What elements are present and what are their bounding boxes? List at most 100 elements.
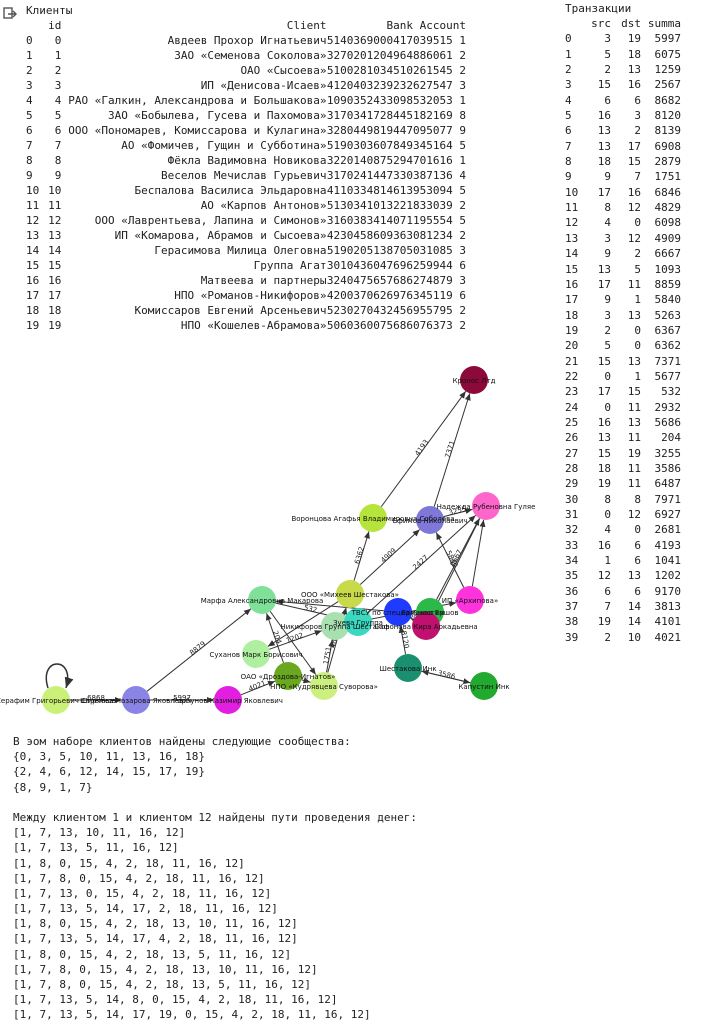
col-client: Client: [286, 19, 327, 32]
node-label: Капустин Инк: [458, 683, 509, 691]
path-line: [1, 8, 0, 15, 4, 2, 18, 13, 10, 11, 16, …: [13, 917, 298, 931]
edge-label: 4909: [379, 547, 398, 565]
graph-edge: [436, 518, 480, 600]
graph-edge: [380, 391, 467, 507]
graph-edge: [267, 601, 339, 647]
node-label: Воронцова Агафья Владимировна Соболева: [291, 515, 454, 523]
edge-label: 4193: [413, 438, 430, 457]
node-label: Горбунов Казимир Яковлевич: [173, 697, 283, 705]
node-label: Марфа Александровна Макарова: [201, 597, 324, 605]
path-line: [1, 7, 13, 5, 14, 17, 2, 18, 11, 16, 12]: [13, 902, 278, 916]
col-id: id: [48, 19, 62, 32]
node-label: Серафим Григорьевич Стрелков: [0, 697, 116, 705]
node-label: ООО «Михеев Шестакова»: [301, 591, 399, 599]
node-label: ТВСУ по специальностям: [351, 609, 445, 617]
col-dst: dst: [621, 17, 641, 30]
graph-node: [412, 612, 440, 640]
graph-node: [242, 640, 270, 668]
text-output: В эом наборе клиентов найдены следующие …: [13, 734, 417, 1023]
graph-node: [336, 580, 364, 608]
transaction-network-graph: 4193737163628879532325548214909584066671…: [0, 366, 535, 714]
graph-edge: [269, 611, 317, 675]
graph-edge: [240, 680, 276, 696]
edge-label: 8879: [188, 640, 207, 657]
graph-edge: [471, 519, 486, 587]
community-line: В эом наборе клиентов найдены следующие …: [13, 735, 351, 748]
community-line: {0, 3, 5, 10, 11, 13, 16, 18}: [13, 750, 206, 764]
graph-node: [460, 366, 488, 394]
graph-node: [472, 492, 500, 520]
self-loop-edge: [45, 663, 74, 689]
node-label: Кронос Лтд: [453, 377, 496, 385]
graph-node: [321, 612, 349, 640]
graph-node: [384, 598, 412, 626]
col-src: src: [591, 17, 611, 30]
graph-node: [359, 504, 387, 532]
node-label: Ермаков Ершов: [402, 609, 459, 617]
node-label: Ширяева Назарова Яковлевич: [80, 697, 192, 705]
graph-edge: [431, 518, 481, 614]
graph-node: [344, 608, 372, 636]
path-line: [1, 7, 13, 5, 11, 16, 12]: [13, 841, 179, 855]
output-arrow-icon[interactable]: [3, 7, 17, 21]
graph-node: [42, 686, 70, 714]
graph-node: [416, 506, 444, 534]
node-label: ИП «Архипова»: [442, 597, 499, 605]
transactions-title: Транзакции: [565, 2, 632, 15]
node-label: Суханов Марк Борисович: [210, 651, 303, 659]
community-line: {8, 9, 1, 7}: [13, 780, 93, 794]
path-line: Между клиентом 1 и клиентом 12 найдены п…: [13, 810, 417, 824]
node-label: Шестакова Инк: [379, 665, 436, 673]
clients-title: Клиенты: [26, 4, 73, 17]
graph-edge: [326, 639, 335, 673]
graph-edge: [265, 613, 284, 663]
graph-edge: [443, 508, 473, 518]
graph-edge: [410, 617, 419, 625]
graph-edge: [421, 670, 471, 685]
graph-edge: [353, 531, 370, 581]
node-label: Ефимов Николаевич: [392, 517, 467, 525]
graph-node: [122, 686, 150, 714]
path-line: [1, 7, 13, 0, 15, 4, 2, 18, 11, 16, 12]: [13, 886, 272, 900]
path-line: [1, 8, 0, 15, 4, 2, 18, 11, 16, 12]: [13, 856, 245, 870]
path-line: [1, 7, 8, 0, 15, 4, 2, 18, 11, 16, 12]: [13, 871, 265, 885]
